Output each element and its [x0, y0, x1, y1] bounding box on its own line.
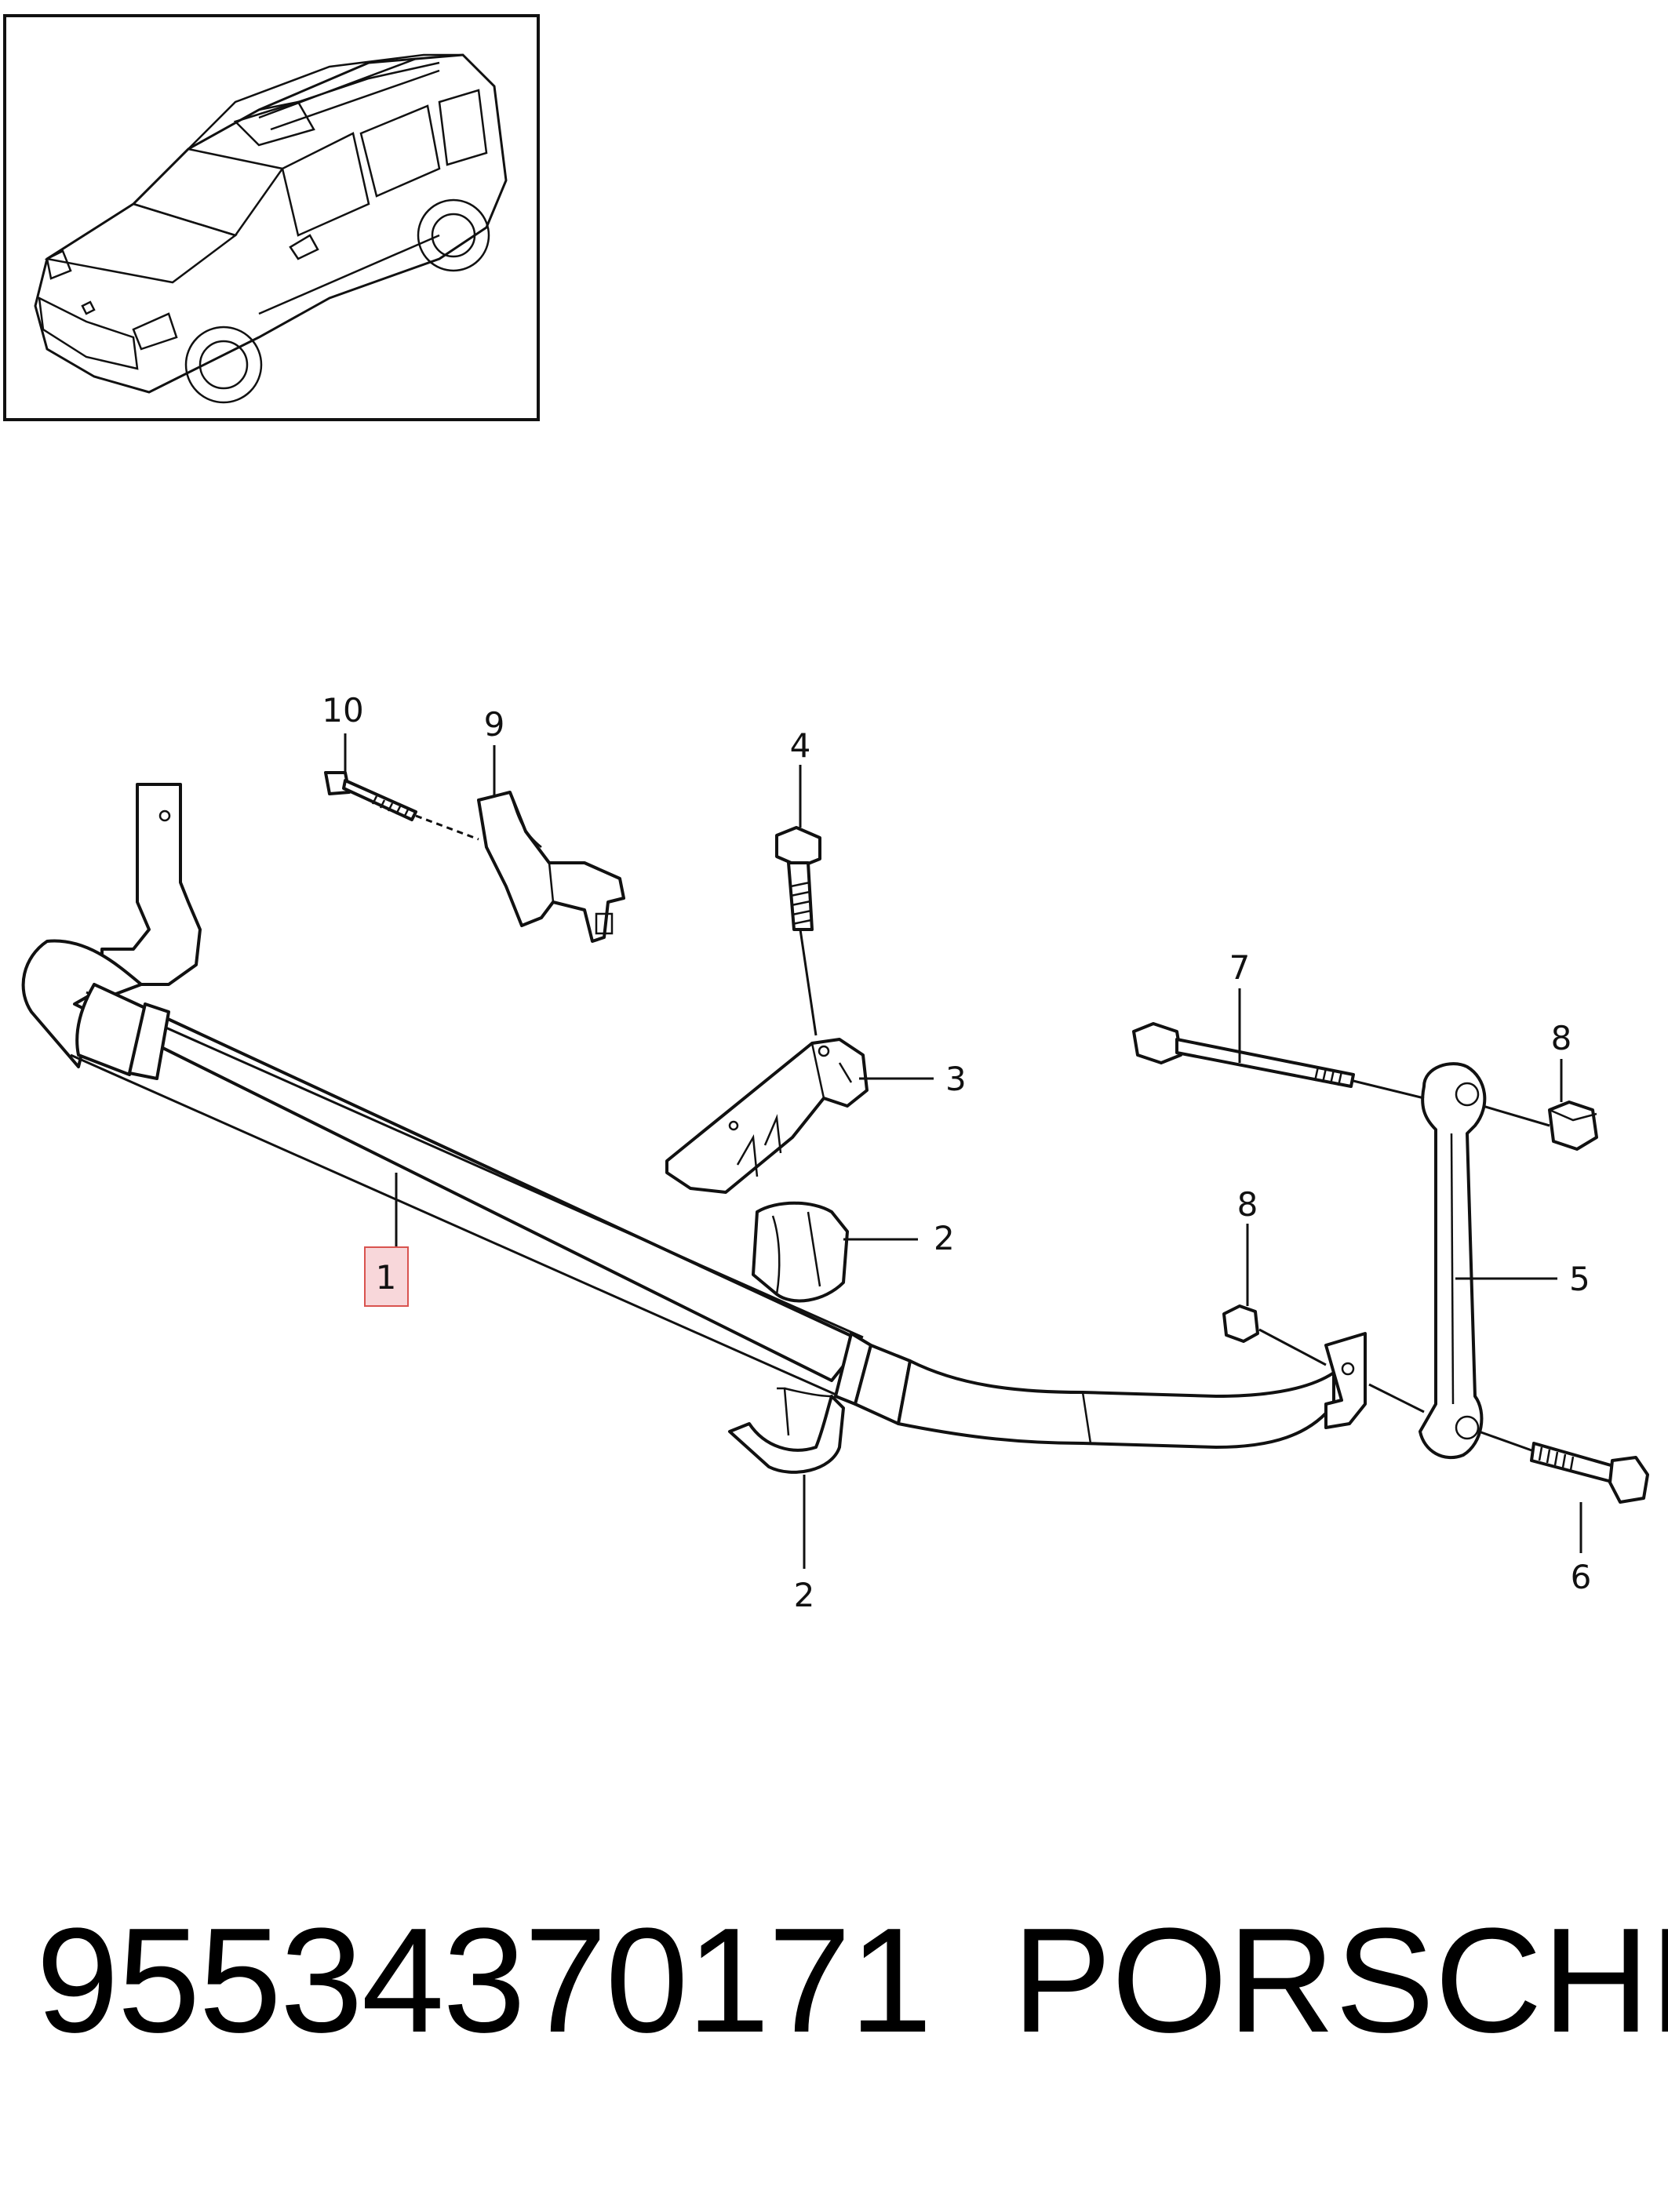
callout-5: 5	[1569, 1260, 1590, 1298]
bracket-part-9	[477, 791, 625, 943]
nut-part-8-lower	[1222, 1304, 1259, 1343]
footer: 95534370171 PORSCHE	[0, 1906, 1668, 2110]
callout-2-upper: 2	[934, 1219, 955, 1257]
callout-4: 4	[790, 726, 811, 765]
callout-3: 3	[945, 1060, 967, 1098]
car-illustration-icon	[34, 53, 508, 404]
callout-2-lower: 2	[794, 1576, 815, 1614]
bushing-part-2-lower	[728, 1387, 845, 1474]
callout-10: 10	[322, 691, 363, 729]
vehicle-thumbnail	[3, 14, 540, 421]
bolt-part-10	[324, 771, 417, 821]
callout-1: 1	[376, 1258, 397, 1297]
callout-6: 6	[1571, 1558, 1592, 1596]
link-part-5	[1419, 1062, 1487, 1460]
callout-9: 9	[484, 705, 505, 744]
part-1-highlight	[364, 1246, 409, 1307]
stabilizer-bar	[21, 783, 1367, 1449]
callout-labels: 1 2 2 3 4 5 6 7 8 8 9 10	[322, 691, 1591, 1614]
callout-7: 7	[1229, 948, 1251, 987]
part-number: 95534370171	[36, 1897, 932, 2064]
callout-8-upper: 8	[1551, 1019, 1572, 1057]
bolt-part-4	[775, 826, 821, 931]
clamp-part-3	[665, 1038, 869, 1194]
bolt-part-7	[1132, 1022, 1355, 1088]
nut-part-8-upper	[1548, 1101, 1598, 1151]
bushing-part-2-upper	[752, 1201, 849, 1303]
brand-name: PORSCHE	[1012, 1897, 1668, 2064]
leader-lines	[344, 733, 1582, 1569]
bolt-part-6	[1530, 1442, 1649, 1504]
callout-8-lower: 8	[1237, 1185, 1258, 1224]
assembly-lines	[415, 814, 1550, 1453]
